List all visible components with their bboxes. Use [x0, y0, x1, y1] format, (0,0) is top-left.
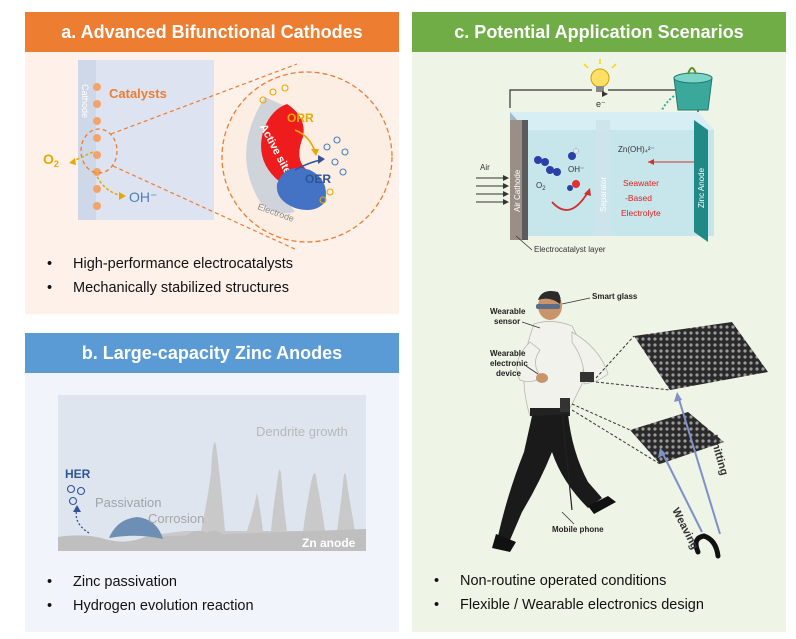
electron-arrow [602, 91, 608, 97]
panel-zinc-anodes: b. Large-capacity Zinc Anodes HER Passiv… [25, 333, 399, 632]
electrocatalyst-pointer [515, 235, 533, 251]
electrolyte-label-1: Seawater [623, 178, 659, 188]
mobile-phone-label: Mobile phone [552, 525, 604, 534]
application-diagram: e⁻ Air Cathode Separator Zinc Anode Air [476, 59, 768, 559]
zoom-line-bottom [112, 165, 298, 251]
catalysts-label: Catalysts [109, 86, 167, 101]
electrocatalyst-layer-label: Electrocatalyst layer [534, 245, 606, 254]
oh-hydrogen [573, 148, 579, 154]
fiber-strand [693, 533, 721, 559]
zoom-ellipse [80, 128, 118, 174]
reaction-arrow [551, 191, 589, 211]
bullet-item: High-performance electrocatalysts [45, 252, 293, 276]
runner-figure [492, 291, 616, 552]
mobile-phone-icon [560, 398, 570, 412]
panel-applications: c. Potential Application Scenarios e⁻ Ai [412, 12, 786, 632]
dendrite-label: Dendrite growth [256, 424, 348, 439]
oh-bubbles [323, 136, 349, 176]
weaving-arrow [661, 451, 703, 533]
passivation-layer [109, 517, 163, 539]
active-site-shape [261, 104, 310, 185]
cathode-edge [78, 60, 96, 220]
air-arrows [476, 177, 506, 203]
weaving-label: Weaving [669, 506, 700, 552]
bullet-item: Non-routine operated conditions [432, 569, 704, 593]
battery-top [510, 112, 714, 130]
o2-bubbles [259, 84, 334, 204]
electrolyte-label-2: -Based [625, 193, 652, 203]
zincate-arrow [648, 159, 654, 165]
separator-layer [596, 120, 610, 236]
cathode-label: Cathode [80, 84, 90, 118]
electrocatalyst-layer [522, 120, 528, 240]
electrode-blob [276, 167, 326, 210]
bullet-item: Hydrogen evolution reaction [45, 594, 254, 618]
panel-c-bullets: Non-routine operated conditions Flexible… [432, 569, 704, 617]
zoom-line-top [110, 63, 298, 135]
zincate-label: Zn(OH)₄²⁻ [618, 145, 655, 154]
zinc-anode-label: Zinc Anode [697, 167, 706, 208]
zn-anode-label: Zn anode [302, 536, 356, 550]
corrosion-label: Corrosion [148, 511, 204, 526]
air-cathode-label: Air Cathode [513, 169, 522, 212]
anode-diagram: HER Passivation Corrosion Dendrite growt… [58, 395, 366, 551]
ohminus-label: OH⁻ [568, 165, 584, 174]
passivation-label: Passivation [95, 495, 161, 510]
cathode-diagram: Cathode Catalysts O2 OH⁻ Active sites El… [43, 60, 393, 251]
her-label: HER [65, 467, 91, 481]
smart-glass-label: Smart glass [592, 292, 638, 301]
oh-ion [572, 180, 580, 188]
panel-cathodes: a. Advanced Bifunctional Cathodes Cathod… [25, 12, 399, 314]
wearable-sensor-label-1: Wearable [490, 307, 526, 316]
o2-label: O2 [43, 151, 59, 169]
bullet-item: Mechanically stabilized structures [45, 276, 293, 300]
separator-label: Separator [599, 177, 608, 212]
wearable-device-label-2: electronic [490, 359, 528, 368]
corrosion-pits [185, 530, 225, 537]
lightbulb-icon [583, 59, 617, 92]
bullet-item: Flexible / Wearable electronics design [432, 593, 704, 617]
her-bubbles [66, 484, 86, 506]
bullet-item: Zinc passivation [45, 570, 254, 594]
air-label: Air [480, 163, 490, 172]
electrolyte-label-3: Electrolyte [621, 208, 661, 218]
woven-fabric [630, 412, 724, 464]
wearable-device-label-1: Wearable [490, 349, 526, 358]
knitted-fabric [634, 322, 768, 390]
catalyst-dots [93, 83, 101, 210]
wearable-sensor-label-2: sensor [494, 317, 520, 326]
seawater-bucket-icon [661, 67, 713, 111]
zn-anode-base [58, 529, 366, 551]
oer-label: OER [305, 172, 331, 186]
wearable-device-label-3: device [496, 369, 521, 378]
dendrite-spikes [145, 442, 366, 551]
oh-oxygen [568, 152, 576, 160]
wearable-sensor-icon [580, 372, 594, 382]
smart-glass-icon [536, 304, 560, 309]
knitting-label: Knitting [707, 434, 730, 477]
o2-molecules [534, 156, 561, 176]
zinc-anode-plate [694, 120, 708, 242]
electron-label: e⁻ [596, 99, 606, 109]
panel-b-title: b. Large-capacity Zinc Anodes [25, 333, 399, 373]
panel-a-title: a. Advanced Bifunctional Cathodes [25, 12, 399, 52]
panel-b-bullets: Zinc passivation Hydrogen evolution reac… [45, 570, 254, 618]
o2-label: O2 [536, 181, 546, 192]
ohminus-label: OH⁻ [129, 189, 157, 205]
panel-a-bullets: High-performance electrocatalysts Mechan… [45, 252, 293, 300]
panel-c-title: c. Potential Application Scenarios [412, 12, 786, 52]
knitting-arrow [677, 395, 721, 535]
orr-label: ORR [287, 111, 314, 125]
air-cathode-layer [510, 120, 522, 240]
